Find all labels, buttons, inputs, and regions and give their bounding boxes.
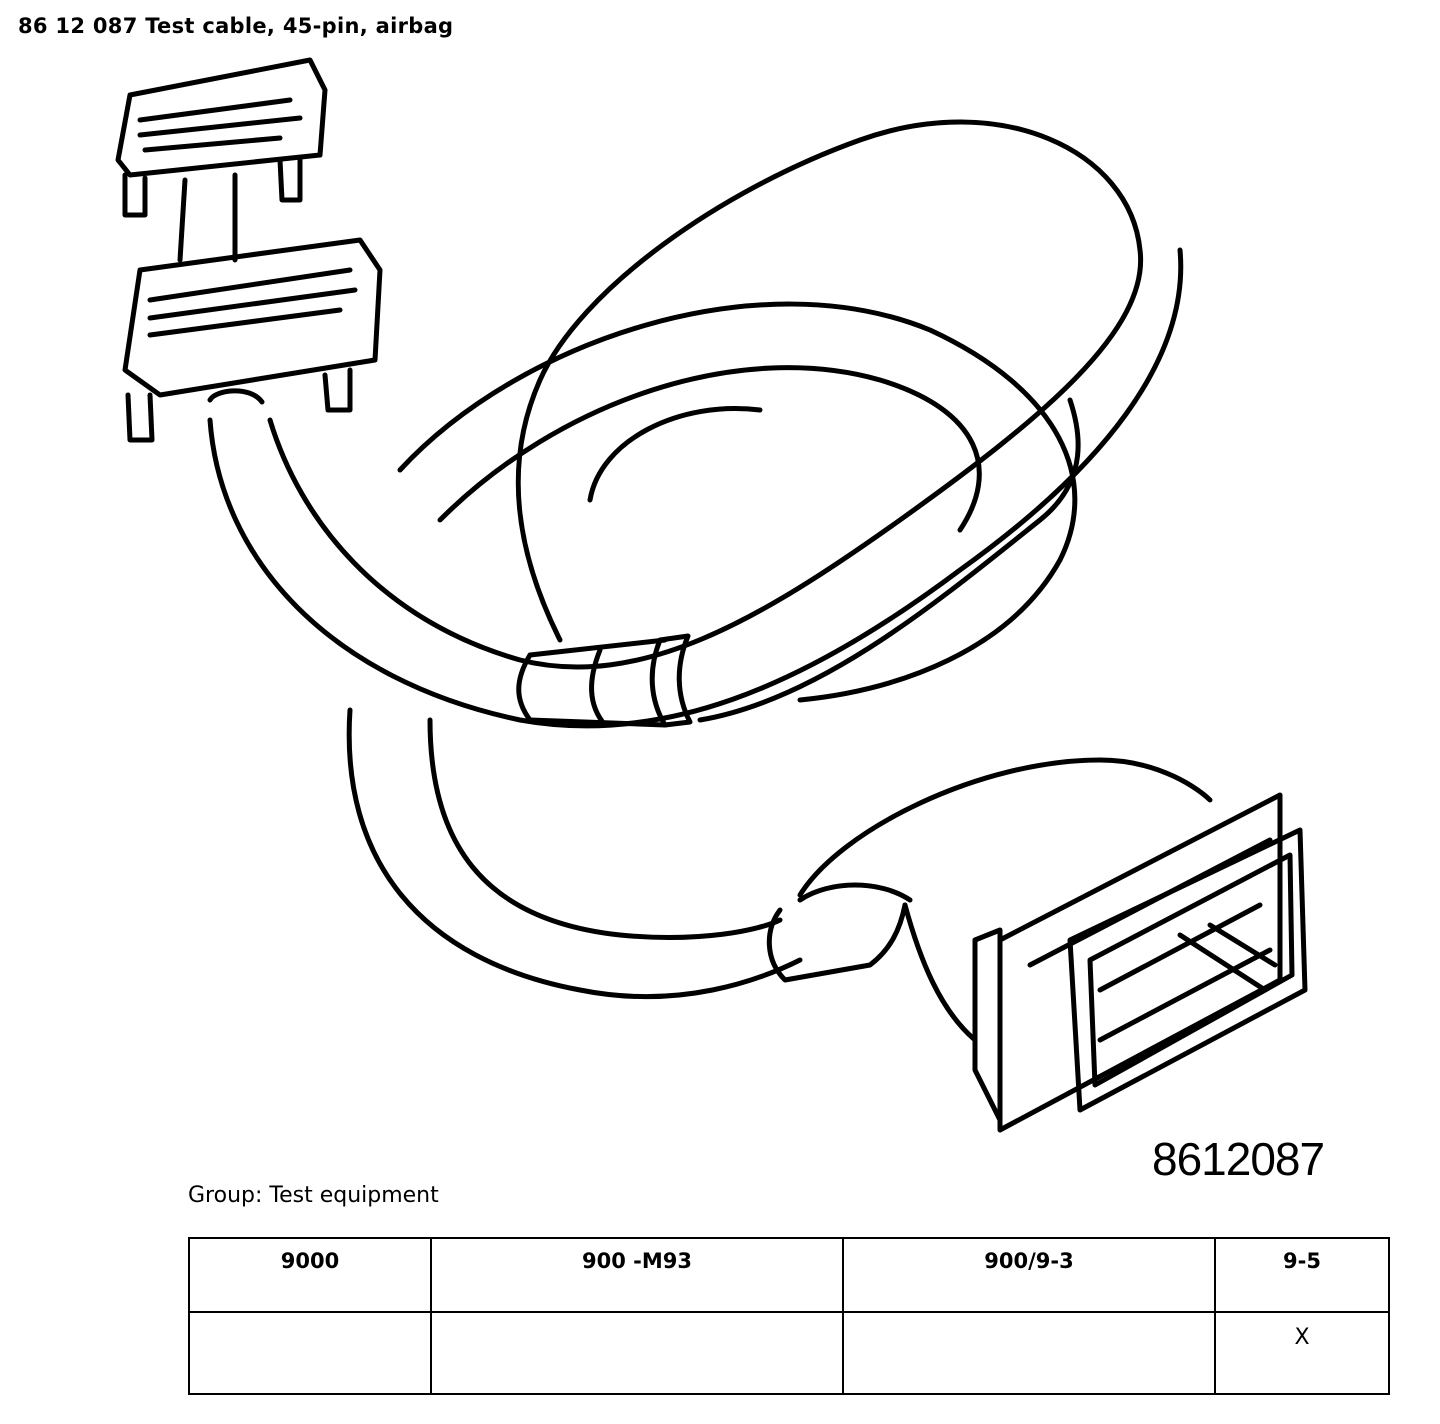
group-label: Group: Test equipment <box>188 1183 439 1208</box>
table-header-row: 9000 900 -M93 900/9-3 9-5 <box>188 1237 1390 1313</box>
model-900-m93-cell <box>430 1311 844 1395</box>
model-900-9-3-header: 900/9-3 <box>842 1237 1216 1313</box>
part-number: 8612087 <box>1152 1133 1325 1185</box>
document-title: 86 12 087 Test cable, 45-pin, airbag <box>18 14 454 38</box>
model-900-m93-header: 900 -M93 <box>430 1237 844 1313</box>
model-9-5-header: 9-5 <box>1214 1237 1390 1313</box>
compatibility-table: 9000 900 -M93 900/9-3 9-5 X <box>188 1237 1390 1395</box>
model-9-5-cell: X <box>1214 1311 1390 1395</box>
model-9000-header: 9000 <box>188 1237 432 1313</box>
model-900-9-3-cell <box>842 1311 1216 1395</box>
test-cable-illustration <box>115 57 1308 1133</box>
table-row: X <box>188 1311 1390 1395</box>
model-9000-cell <box>188 1311 432 1395</box>
